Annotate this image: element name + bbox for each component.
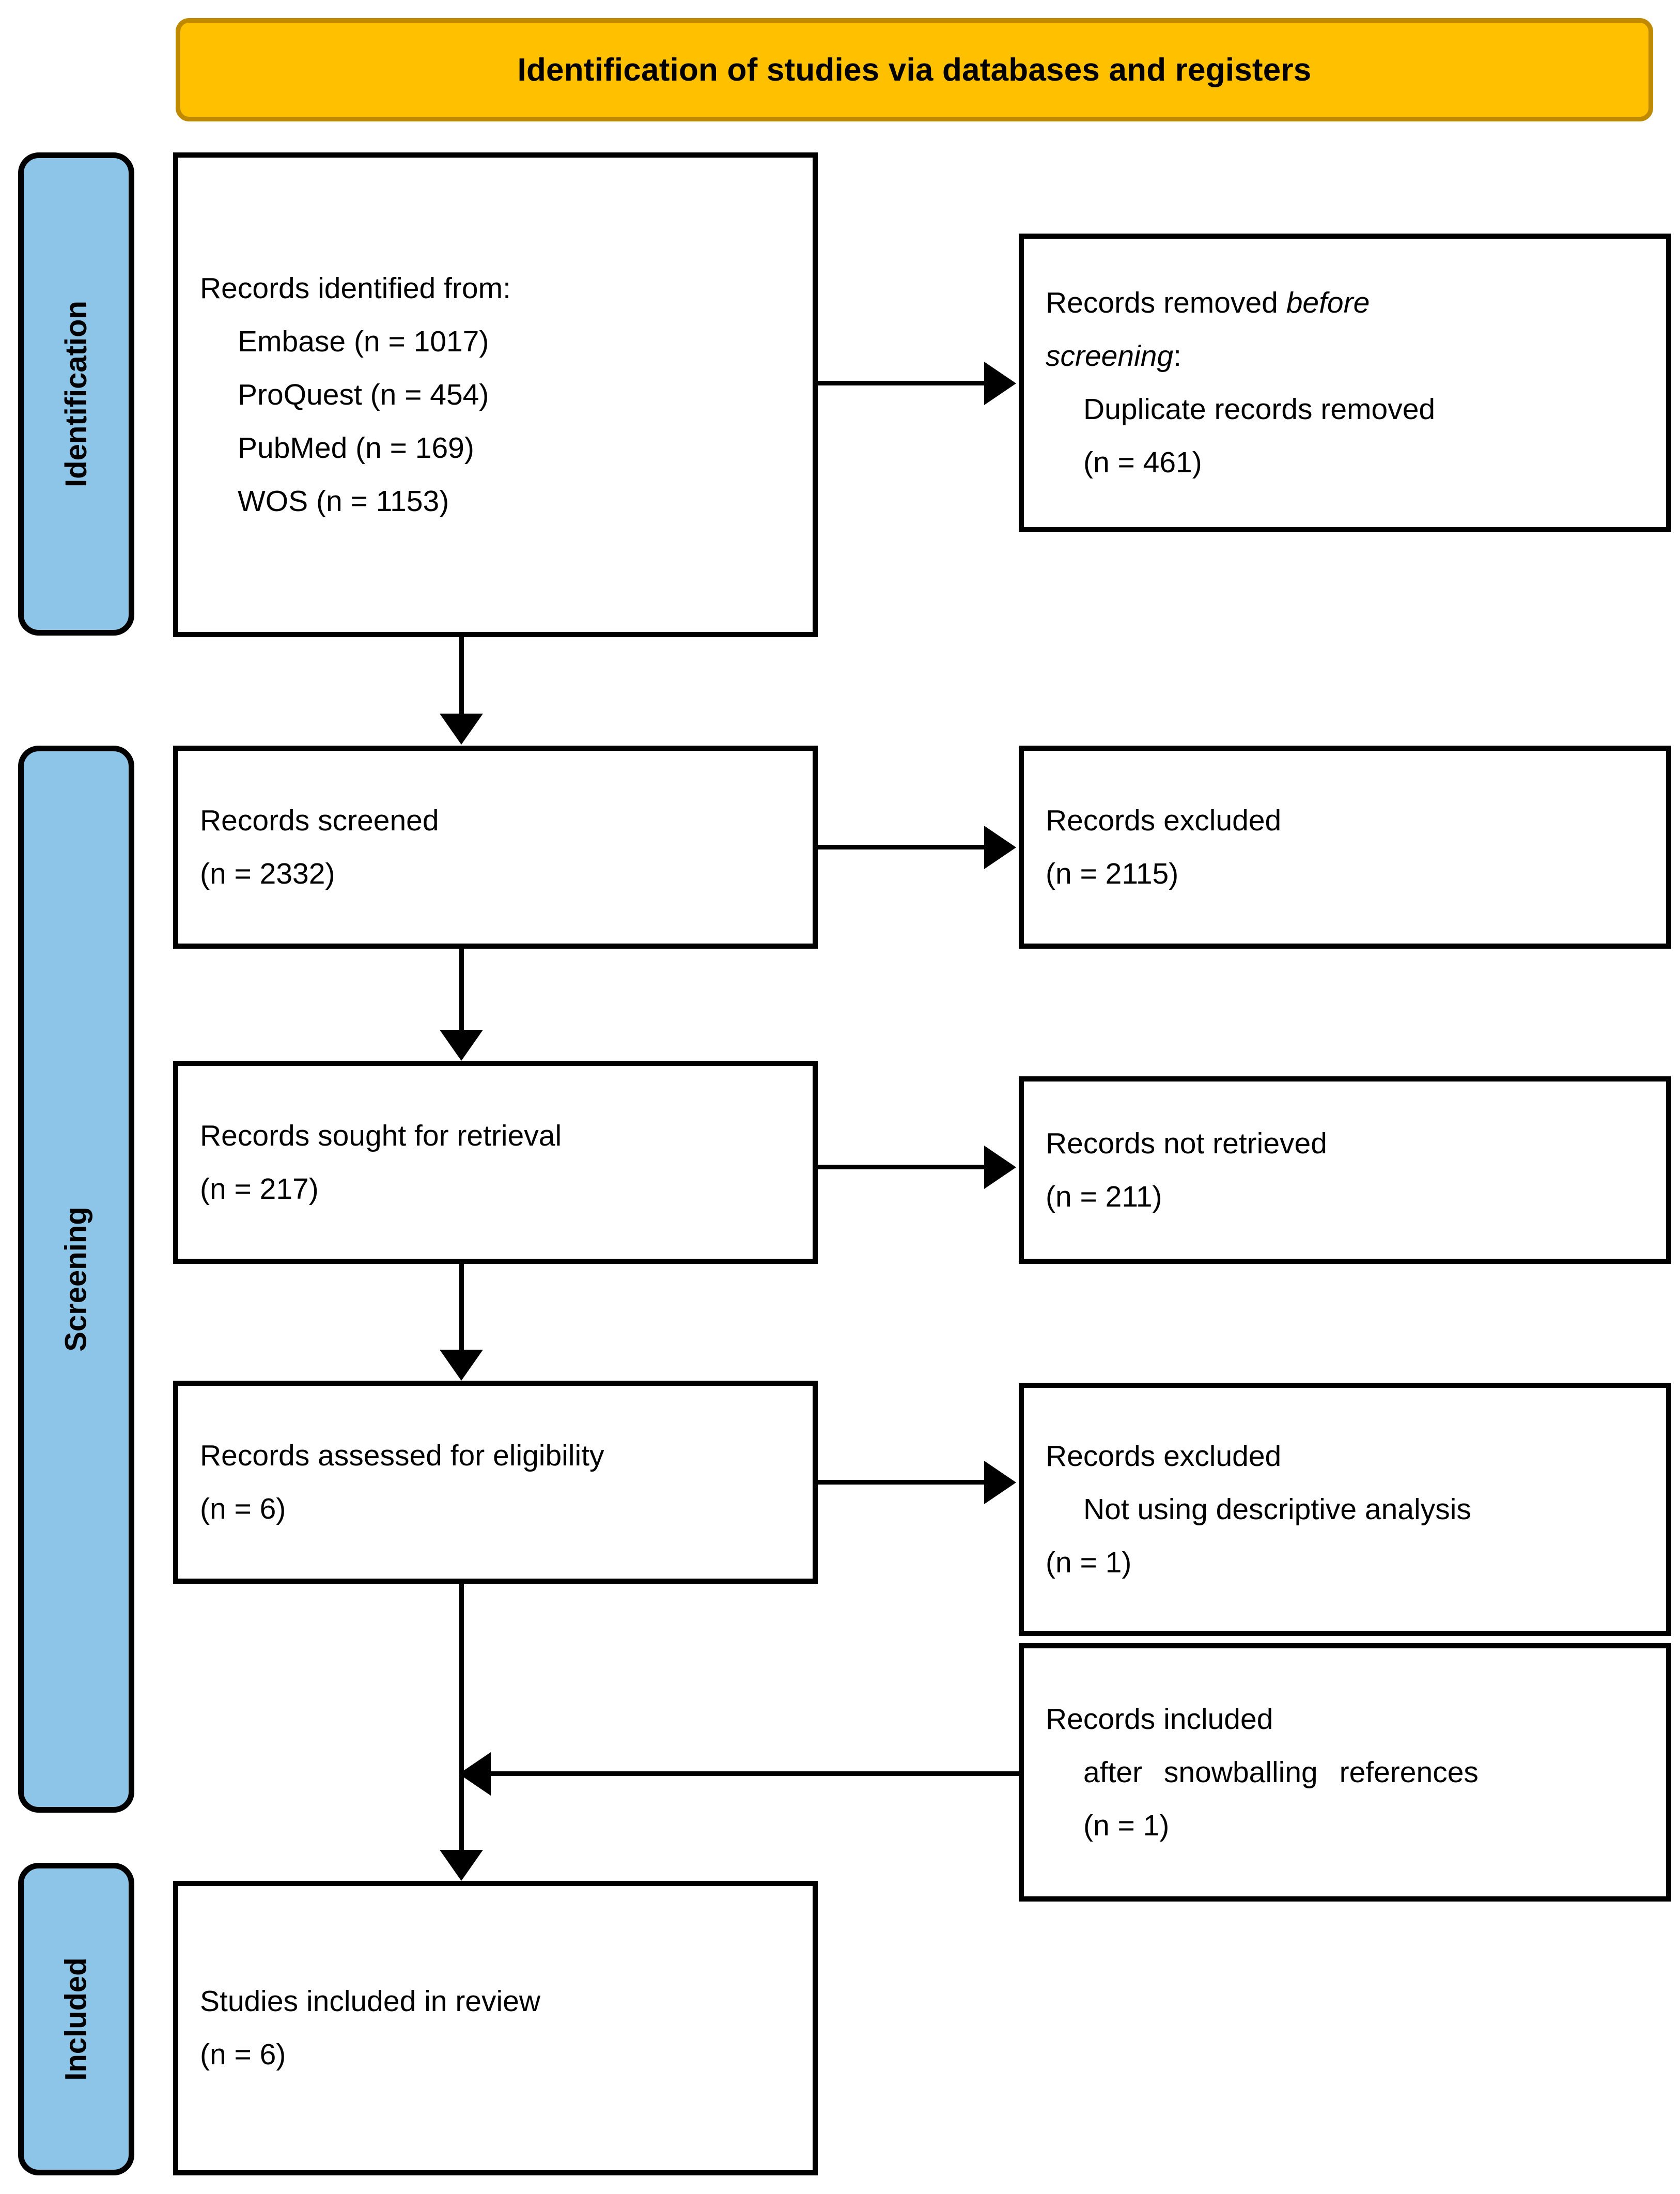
records-not-retrieved-label: Records not retrieved [1046,1126,1327,1160]
records-sought-label: Records sought for retrieval [200,1119,562,1152]
records-excluded-screening-count: (n = 2115) [1046,857,1179,890]
records-identified-source-pubmed: PubMed (n = 169) [238,431,474,465]
snowball-label: Records included [1046,1702,1273,1736]
records-excluded-eligibility-label: Records excluded [1046,1439,1282,1473]
connector-snowball-to-mainflow-shaft [491,1771,1019,1776]
box-records-sought-for-retrieval: Records sought for retrieval (n = 217) [173,1061,818,1264]
records-assessed-label: Records assessed for eligibility [200,1439,604,1472]
connector-screened-to-excluded-head [984,826,1016,869]
records-identified-source-wos: WOS (n = 1153) [238,484,449,518]
records-removed-colon: : [1173,339,1181,373]
box-records-removed-before-screening: Records removed before screening: Duplic… [1019,234,1671,532]
stage-tab-identification: Identification [18,152,134,636]
box-records-included-snowballing: Records included after snowballing refer… [1019,1643,1671,1902]
stage-tab-screening: Screening [18,746,134,1813]
records-removed-line2: screening: [1024,342,1666,371]
records-removed-italic-screening: screening [1046,339,1174,373]
connector-sought-to-notretrieved-head [984,1146,1016,1189]
records-removed-line1: Records removed before [1024,288,1666,318]
box-records-assessed-for-eligibility: Records assessed for eligibility (n = 6) [173,1381,818,1584]
studies-included-label: Studies included in review [200,1985,541,2018]
connector-assessed-to-excluded2-shaft [818,1480,988,1485]
connector-identified-to-screened-shaft [459,637,464,714]
connector-snowball-to-mainflow-head [459,1752,491,1796]
stage-tab-included: Included [18,1863,134,2175]
stage-tab-identification-label: Identification [59,301,94,487]
stage-tab-included-label: Included [59,1957,93,2081]
records-removed-plain: Records removed [1046,286,1286,319]
records-removed-detail: Duplicate records removed [1083,393,1436,426]
box-records-excluded-eligibility: Records excluded Not using descriptive a… [1019,1383,1671,1636]
connector-screened-to-sought-shaft [459,949,464,1030]
studies-included-count: (n = 6) [200,2038,286,2071]
connector-identified-to-screened-head [440,714,483,745]
records-excluded-screening-label: Records excluded [1046,804,1282,837]
records-screened-label: Records screened [200,804,439,837]
connector-identified-to-removed-shaft [818,381,988,385]
stage-tab-screening-label: Screening [59,1207,93,1352]
box-records-not-retrieved: Records not retrieved (n = 211) [1019,1076,1671,1264]
box-records-excluded-screening: Records excluded (n = 2115) [1019,746,1671,949]
records-sought-count: (n = 217) [200,1172,319,1206]
box-studies-included-in-review: Studies included in review (n = 6) [173,1881,818,2175]
connector-identified-to-removed-head [984,362,1016,405]
connector-assessed-to-studies-shaft [459,1584,464,1850]
records-screened-count: (n = 2332) [200,857,335,890]
records-identified-heading: Records identified from: [200,271,511,305]
connector-screened-to-excluded-shaft [818,845,988,849]
records-identified-source-embase: Embase (n = 1017) [238,325,489,358]
records-removed-italic-before: before [1286,286,1370,319]
connector-screened-to-sought-head [440,1030,483,1061]
records-not-retrieved-count: (n = 211) [1046,1180,1162,1213]
box-records-screened: Records screened (n = 2332) [173,746,818,949]
connector-sought-to-assessed-head [440,1350,483,1381]
records-excluded-eligibility-reason: Not using descriptive analysis [1083,1492,1471,1526]
connector-sought-to-assessed-shaft [459,1264,464,1350]
snowball-count: (n = 1) [1083,1809,1170,1842]
connector-assessed-to-studies-head [440,1850,483,1881]
records-removed-count: (n = 461) [1083,446,1202,479]
connector-sought-to-notretrieved-shaft [818,1165,988,1169]
box-records-identified: Records identified from: Embase (n = 101… [173,152,818,637]
records-assessed-count: (n = 6) [200,1492,286,1525]
snowball-detail: after snowballing references [1083,1755,1479,1789]
connector-assessed-to-excluded2-head [984,1461,1016,1504]
records-excluded-eligibility-count: (n = 1) [1046,1546,1132,1579]
records-identified-source-proquest: ProQuest (n = 454) [238,378,489,411]
diagram-header-banner: Identification of studies via databases … [176,18,1653,121]
banner-title: Identification of studies via databases … [517,52,1312,88]
